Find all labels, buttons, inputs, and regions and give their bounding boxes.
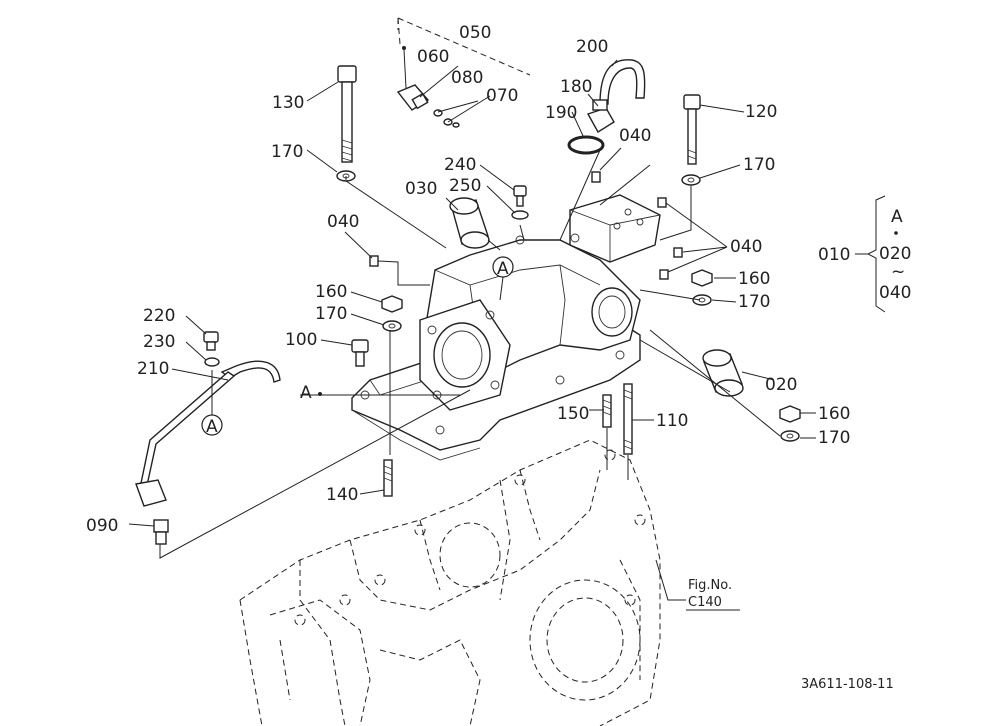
ref-a-housing-label: A: [497, 259, 509, 279]
part-130-bolt: [337, 65, 357, 163]
ref-point-a-left: A: [300, 383, 322, 403]
ref-point-a-pipe: A: [201, 414, 223, 437]
callout-250: 250: [449, 176, 481, 196]
callout-040-top: 040: [619, 126, 651, 146]
part-160-nut-right: [691, 269, 713, 287]
callout-230: 230: [143, 332, 175, 352]
callout-080: 080: [451, 68, 483, 88]
ref-a-pipe-label: A: [206, 417, 218, 437]
callout-040-right: 040: [730, 237, 762, 257]
part-180-fitting: [586, 99, 615, 133]
callout-100: 100: [285, 330, 317, 350]
callout-170-top-right: 170: [743, 155, 775, 175]
part-210-pipe: [135, 360, 281, 507]
part-240-bolt: [513, 185, 527, 207]
callout-160-right: 160: [738, 269, 770, 289]
part-090-fitting: [153, 519, 169, 545]
part-250-washer: [511, 210, 529, 220]
callout-120: 120: [745, 102, 777, 122]
part-040-plug-right: [657, 197, 683, 280]
figure-reference: Fig.No. C140: [686, 578, 740, 611]
ref-a-left-label: A: [300, 383, 312, 403]
part-170-washer-top-right: [681, 174, 701, 186]
part-170-washer-lower: [780, 430, 800, 442]
assembly-key-to: 040: [879, 283, 911, 303]
assembly-key-from: 020: [879, 244, 911, 264]
part-030-bushing: [449, 197, 490, 249]
part-230-washer: [204, 357, 220, 367]
assembly-key: 010 A 020 ~ 040: [818, 195, 911, 313]
callout-130: 130: [272, 93, 304, 113]
fig-ref-line2: C140: [688, 595, 722, 610]
part-200-hose: [599, 59, 646, 105]
part-150-stud: [602, 394, 612, 428]
callout-140: 140: [326, 485, 358, 505]
part-140-stud: [383, 459, 393, 497]
callout-040-left: 040: [327, 212, 359, 232]
assembly-key-tilde: ~: [891, 262, 905, 282]
callout-170-left-mid: 170: [315, 304, 347, 324]
assembly-key-ref: A: [891, 207, 903, 227]
callout-210: 210: [137, 359, 169, 379]
callout-200: 200: [576, 37, 608, 57]
callout-170-lower: 170: [818, 428, 850, 448]
part-040-plug-top: [591, 171, 601, 183]
callout-150: 150: [557, 404, 589, 424]
callout-160-left: 160: [315, 282, 347, 302]
callout-170-left: 170: [271, 142, 303, 162]
part-160-nut-lower: [779, 405, 801, 423]
part-110-stud: [623, 383, 633, 455]
part-170-washer-left-mid: [382, 320, 402, 332]
callout-labels: 050 060 080 070 200 180 190 040 130 120 …: [86, 23, 850, 536]
callout-220: 220: [143, 306, 175, 326]
callout-170-right: 170: [738, 292, 770, 312]
ref-point-a-housing: A: [492, 256, 514, 301]
callout-160-lower: 160: [818, 404, 850, 424]
callout-060: 060: [417, 47, 449, 67]
part-100-bolt: [351, 339, 369, 367]
transmission-case: [239, 439, 661, 726]
callout-190: 190: [545, 103, 577, 123]
callout-070: 070: [486, 86, 518, 106]
part-190-oring: [567, 135, 605, 155]
callout-050: 050: [459, 23, 491, 43]
assembly-key-main: 010: [818, 245, 850, 265]
part-120-bolt: [683, 94, 701, 165]
callout-090: 090: [86, 516, 118, 536]
callout-020: 020: [765, 375, 797, 395]
part-160-nut-left: [381, 295, 403, 313]
fig-ref-line1: Fig.No.: [688, 578, 732, 593]
part-220-banjo-bolt: [203, 331, 219, 351]
callout-110: 110: [656, 411, 688, 431]
part-060-sender: [396, 46, 430, 111]
leader-lines: [128, 17, 816, 601]
callout-030: 030: [405, 179, 437, 199]
drawing-code: 3A611-108-11: [801, 677, 894, 692]
callout-240: 240: [444, 155, 476, 175]
part-170-washer-right: [692, 294, 712, 306]
callout-180: 180: [560, 77, 592, 97]
